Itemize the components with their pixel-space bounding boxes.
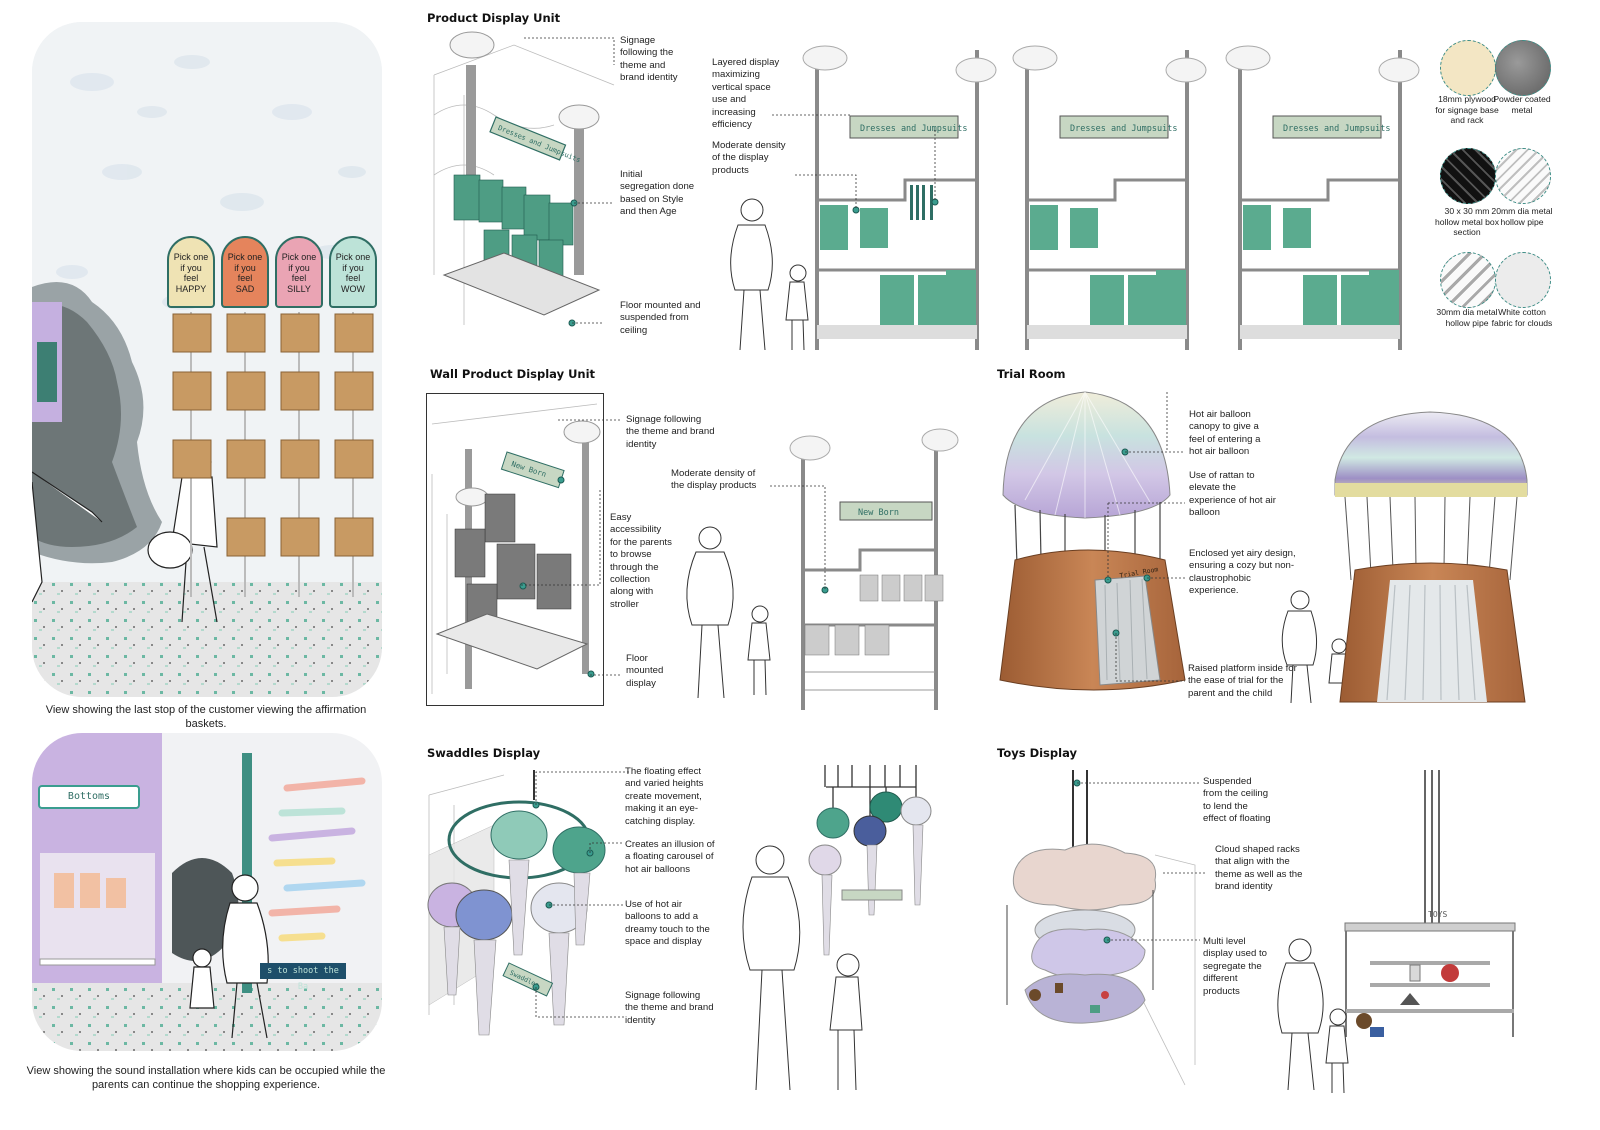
- wall-display-isometric-frame: New Born: [426, 393, 604, 706]
- toys-isometric: [1006, 770, 1205, 1086]
- caption-sound: View showing the sound installation wher…: [26, 1065, 386, 1091]
- note-trial-enclosed: Enclosed yet airy design, ensuring a coz…: [1189, 548, 1296, 597]
- label-metal: Powder coated metal: [1493, 94, 1551, 115]
- fabric-swatch: [1495, 252, 1551, 308]
- note-toys-suspended: Suspended from the ceiling to lend the e…: [1203, 776, 1271, 825]
- note-swaddles-signage: Signage following the theme and brand id…: [625, 990, 714, 1026]
- box-section-swatch: [1440, 148, 1496, 204]
- metal-swatch: [1495, 40, 1551, 96]
- product-sign-3: Dresses and Jumpsuits: [1283, 124, 1390, 134]
- label-plywood: 18mm plywood for signage base and rack: [1435, 94, 1499, 126]
- note-product-layered: Layered display maximizing vertical spac…: [712, 57, 780, 131]
- toys-sign: TOYS: [1428, 910, 1447, 919]
- elevation-1: Dresses and Jumpsuits: [802, 45, 997, 350]
- sound-installation-render: Bottoms s to shoot the Ba: [32, 733, 382, 1051]
- label-pipe-large: 30mm dia metal hollow pipe: [1436, 307, 1498, 328]
- note-trial-platform: Raised platform inside for the ease of t…: [1188, 663, 1297, 699]
- sound-installation-illustration: [32, 733, 382, 1051]
- wall-display-elevation: New Born: [686, 428, 959, 710]
- note-swaddles-carousel: Creates an illusion of a floating carous…: [625, 839, 715, 875]
- label-box-section: 30 x 30 mm hollow metal box section: [1434, 206, 1499, 238]
- product-sign-iso: Dresses and Jumpsuits: [497, 124, 582, 165]
- trial-room-illustration: Trial Room: [999, 391, 1528, 704]
- note-toys-multi: Multi level display used to segregate th…: [1203, 936, 1267, 997]
- product-sign-2: Dresses and Jumpsuits: [1070, 124, 1177, 134]
- note-swaddles-floating: The floating effect and varied heights c…: [625, 766, 704, 827]
- note-wall-signage: Signage following the theme and brand id…: [626, 414, 715, 450]
- toys-elevation: TOYS: [1277, 770, 1516, 1094]
- swaddles-elevation: [742, 765, 932, 1091]
- affirmation-wall-illustration: [32, 22, 382, 697]
- note-product-floor: Floor mounted and suspended from ceiling: [620, 300, 701, 336]
- note-wall-floor: Floor mounted display: [626, 653, 664, 689]
- product-display-elevations: Dresses and Jumpsuits Dresses and Jumpsu…: [730, 45, 1420, 351]
- pipe-large-swatch: [1440, 252, 1496, 308]
- label-fabric: White cotton fabric for clouds: [1491, 307, 1553, 328]
- note-trial-rattan: Use of rattan to elevate the experience …: [1189, 470, 1276, 519]
- rattan-baskets: [172, 312, 374, 597]
- product-display-title: Product Display Unit: [427, 11, 561, 25]
- wall-sign-elev: New Born: [858, 508, 899, 518]
- product-display-isometric: Dresses and Jumpsuits: [433, 31, 615, 327]
- elevation-3: Dresses and Jumpsuits: [1225, 45, 1420, 350]
- product-sign-1: Dresses and Jumpsuits: [860, 124, 967, 134]
- wall-display-isometric: New Born: [431, 403, 601, 694]
- wall-display-title: Wall Product Display Unit: [430, 367, 596, 381]
- note-product-segregation: Initial segregation done based on Style …: [620, 169, 695, 218]
- caption-affirmation: View showing the last stop of the custom…: [45, 704, 367, 730]
- note-product-density: Moderate density of the display products: [712, 140, 786, 176]
- trial-room-title: Trial Room: [997, 367, 1066, 381]
- note-toys-cloud: Cloud shaped racks that align with the t…: [1215, 844, 1303, 893]
- note-trial-canopy: Hot air balloon canopy to give a feel of…: [1189, 409, 1261, 458]
- label-pipe: 20mm dia metal hollow pipe: [1491, 206, 1553, 227]
- note-wall-access: Easy accessibility for the parents to br…: [610, 512, 672, 610]
- note-wall-density: Moderate density of the display products: [671, 468, 757, 492]
- ball-sign: s to shoot the Ba: [260, 963, 346, 992]
- swaddles-isometric: Swaddles: [427, 770, 629, 1036]
- plywood-swatch: [1440, 40, 1496, 96]
- wall-display-leaders: [520, 419, 620, 676]
- toys-title: Toys Display: [997, 746, 1077, 760]
- pipe-swatch: [1495, 148, 1551, 204]
- elevation-2: Dresses and Jumpsuits: [1012, 45, 1207, 350]
- note-swaddles-balloons: Use of hot air balloons to add a dreamy …: [625, 899, 710, 948]
- swaddles-title: Swaddles Display: [427, 746, 541, 760]
- note-product-signage: Signage following the theme and brand id…: [620, 35, 678, 84]
- bottoms-sign: Bottoms: [38, 785, 140, 809]
